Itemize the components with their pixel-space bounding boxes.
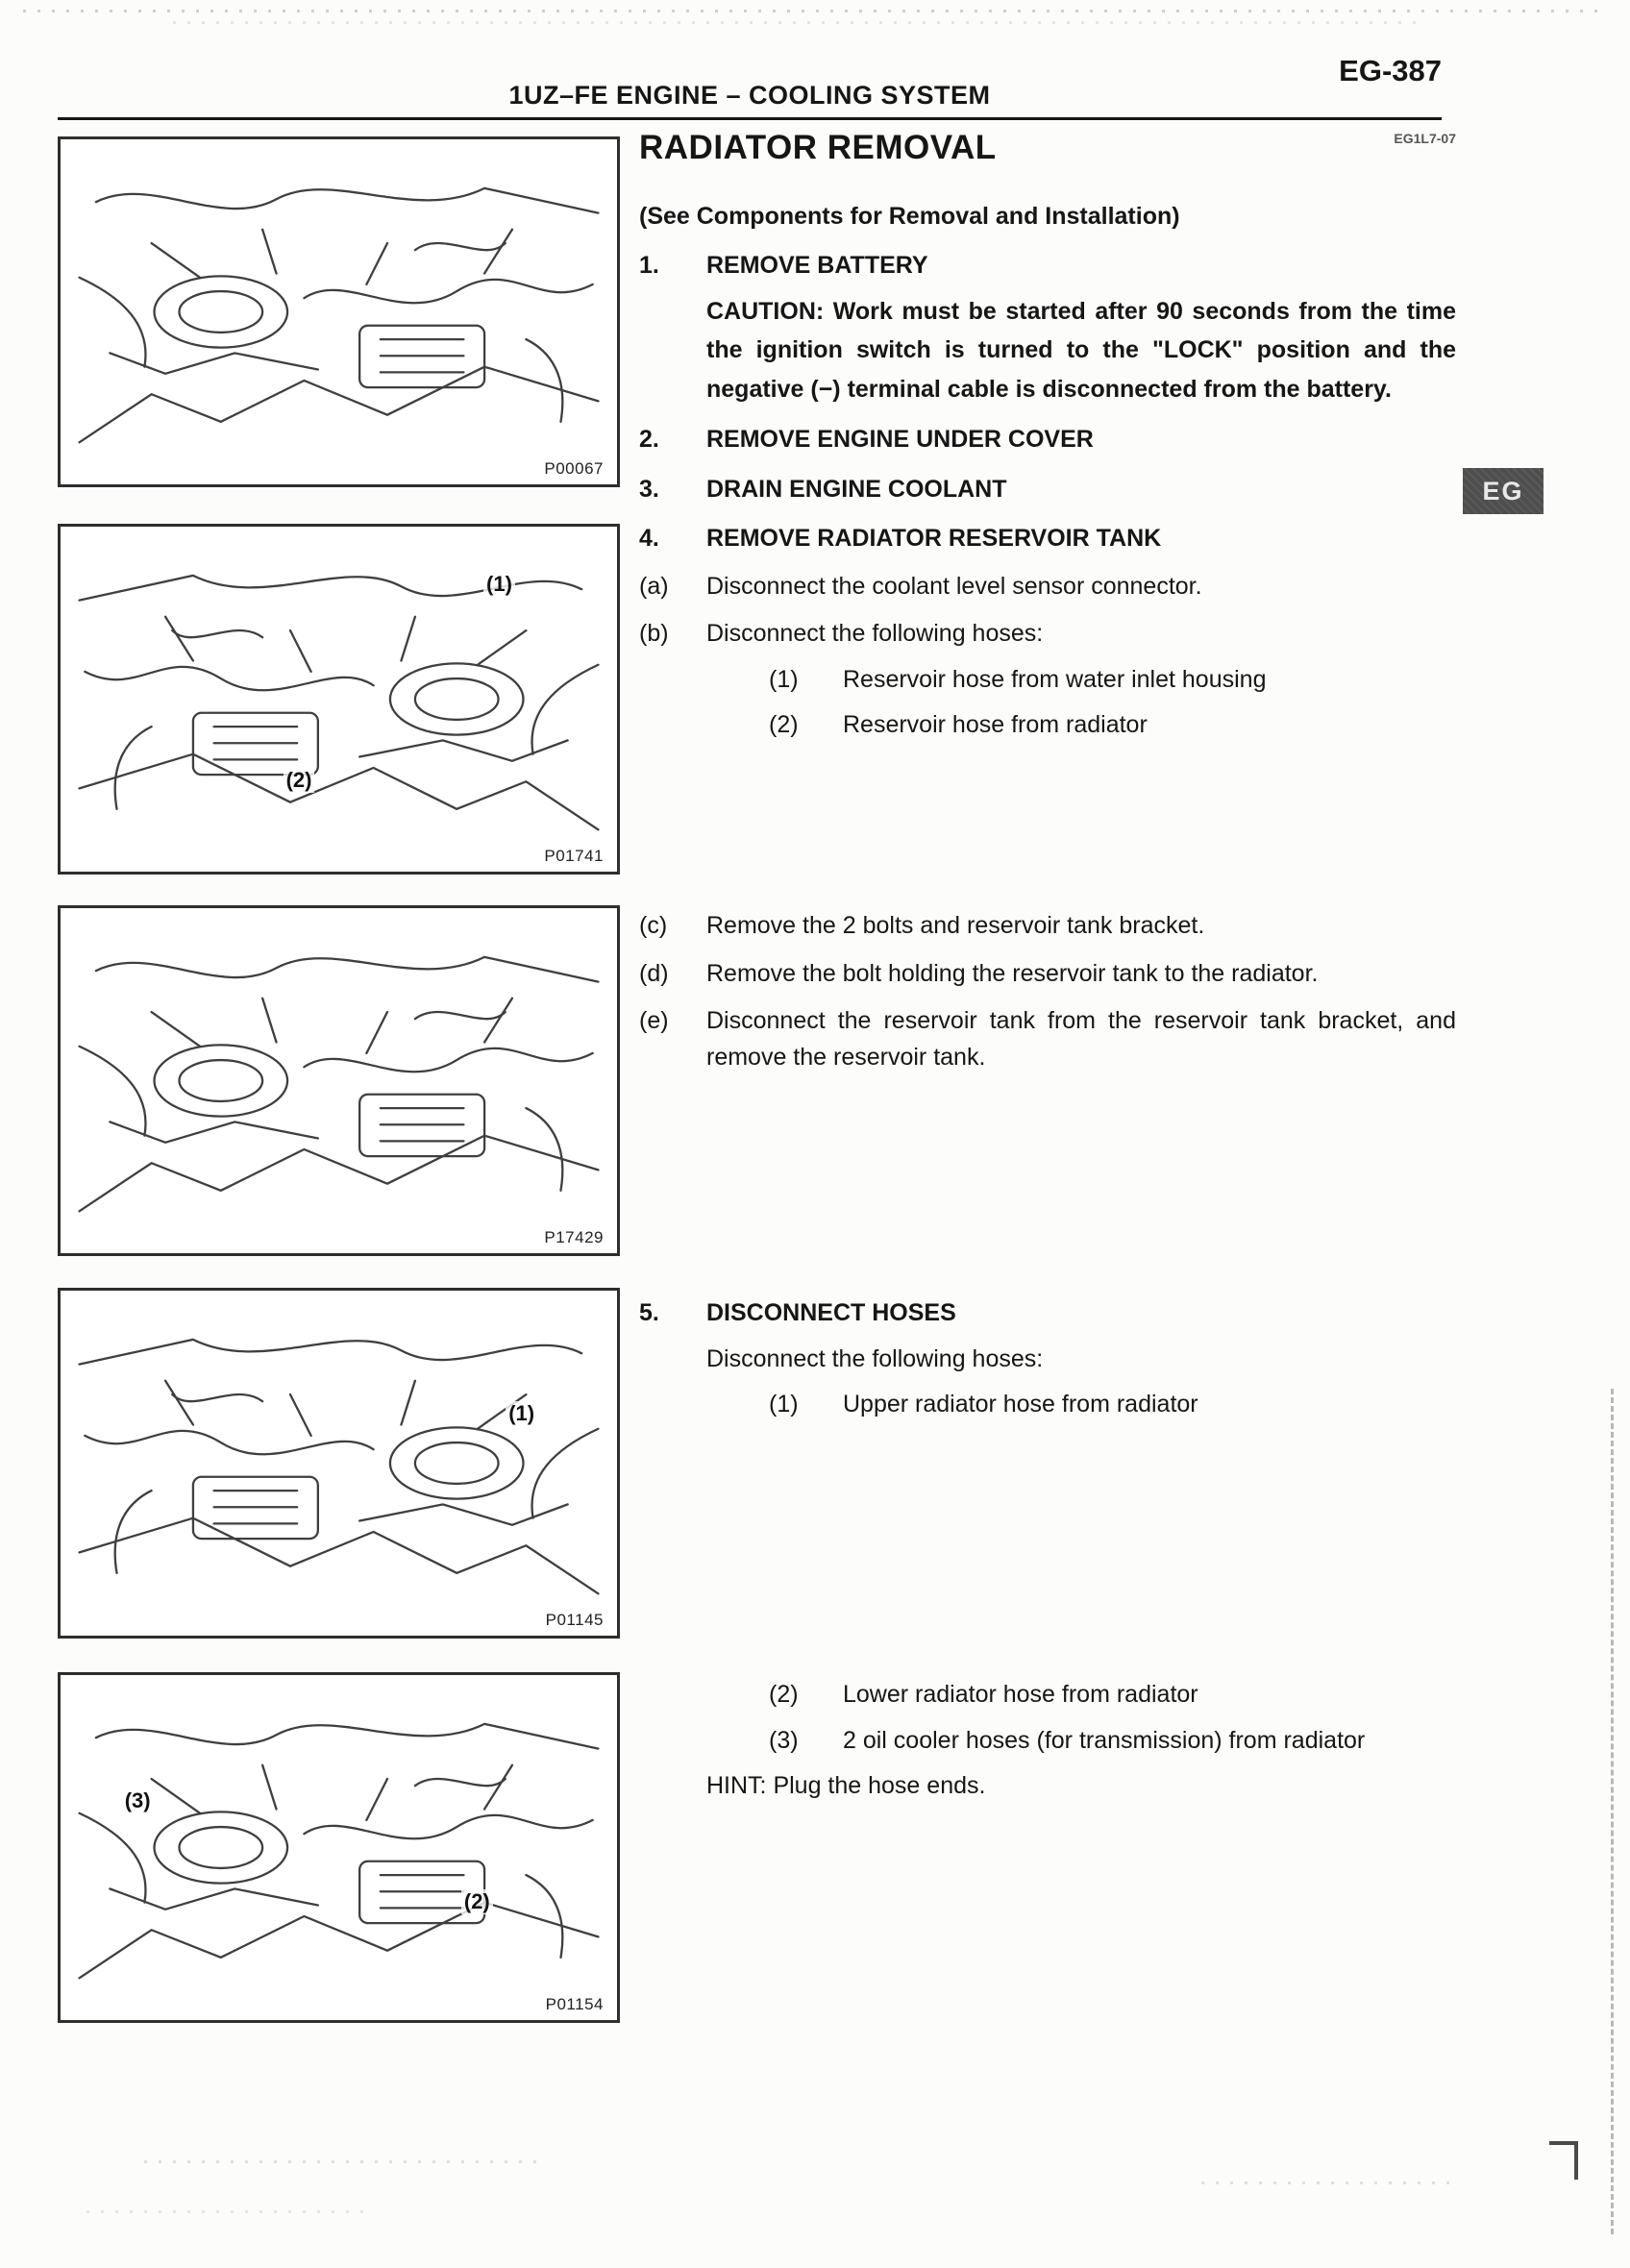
step-number: 1. — [639, 252, 659, 279]
step-title: DRAIN ENGINE COOLANT — [706, 475, 1007, 503]
step-number: 4. — [639, 525, 659, 552]
step-number: 5. — [639, 1299, 659, 1326]
figure-code: P01154 — [541, 1995, 607, 2014]
header-rule — [58, 117, 1442, 120]
step-5-intro: Disconnect the following hoses: — [706, 1344, 1044, 1372]
figure-reservoir-hoses: (1) (2) P01741 — [58, 524, 620, 875]
substep-marker: (e) — [639, 1007, 669, 1034]
figure-upper-radiator-hose: (1) P01145 — [58, 1288, 620, 1639]
substep-e: (e) Disconnect the reservoir tank from t… — [639, 1003, 1456, 1075]
item-text: 2 oil cooler hoses (for transmission) fr… — [843, 1726, 1366, 1754]
step-title: REMOVE BATTERY — [706, 252, 928, 279]
item-marker: (3) — [769, 1726, 799, 1754]
engine-illustration — [68, 1298, 609, 1628]
item-marker: (1) — [769, 1391, 799, 1418]
substep-text: Disconnect the reservoir tank from the r… — [706, 1007, 1456, 1071]
page-number: EG-387 — [1339, 54, 1442, 87]
step-4-continued: (c) Remove the 2 bolts and reservoir tan… — [639, 908, 1456, 1075]
callout-label: (3) — [121, 1788, 154, 1814]
figure-reservoir-tank-removal: P17429 — [58, 905, 620, 1256]
substep-marker: (b) — [639, 620, 669, 647]
scan-artifact-dots — [23, 10, 1599, 12]
step-number: 2. — [639, 426, 659, 453]
hint-note: HINT: Plug the hose ends. — [706, 1772, 986, 1799]
hose-item-upper: (1) Upper radiator hose from radiator — [639, 1387, 1456, 1423]
substep-a: (a) Disconnect the coolant level sensor … — [639, 569, 1456, 605]
item-text: Lower radiator hose from radiator — [843, 1681, 1198, 1708]
step-title: DISCONNECT HOSES — [706, 1299, 956, 1326]
engine-illustration — [68, 916, 609, 1245]
hose-item-oil-cooler: (3) 2 oil cooler hoses (for transmission… — [639, 1723, 1408, 1760]
figure-battery-removal: P00067 — [58, 136, 620, 487]
scan-artifact-dots — [144, 2160, 548, 2163]
figure-code: P00067 — [540, 459, 607, 479]
callout-label: (1) — [506, 1400, 538, 1426]
callout-label: (2) — [283, 768, 315, 794]
hose-item-1: (1) Reservoir hose from water inlet hous… — [639, 662, 1456, 699]
substep-b: (b) Disconnect the following hoses: — [639, 616, 1456, 653]
section-title: RADIATOR REMOVAL — [639, 129, 997, 166]
step-5-disconnect-hoses: 5. DISCONNECT HOSES Disconnect the follo… — [639, 1295, 1456, 1423]
caution-note: CAUTION: Work must be started after 90 s… — [706, 297, 1456, 403]
callout-label: (1) — [483, 571, 515, 597]
substep-text: Disconnect the coolant level sensor conn… — [706, 572, 1202, 600]
engine-illustration — [68, 534, 609, 864]
callout-label: (2) — [460, 1888, 493, 1914]
item-text: Upper radiator hose from radiator — [843, 1391, 1198, 1418]
hose-item-2: (2) Reservoir hose from radiator — [639, 707, 1456, 744]
step-5-heading: 5. DISCONNECT HOSES — [639, 1295, 1456, 1332]
substep-c: (c) Remove the 2 bolts and reservoir tan… — [639, 908, 1456, 945]
hose-item-lower: (2) Lower radiator hose from radiator — [639, 1677, 1408, 1713]
figure-code: P17429 — [540, 1228, 607, 1247]
step-1-remove-battery: 1. REMOVE BATTERY — [639, 248, 1456, 284]
doc-code: EG1L7-07 — [1394, 131, 1456, 146]
scan-corner-mark — [1549, 2141, 1578, 2180]
radiator-removal-section: RADIATOR REMOVAL EG1L7-07 (See Component… — [639, 123, 1456, 744]
step-title: REMOVE ENGINE UNDER COVER — [706, 426, 1094, 453]
item-marker: (2) — [769, 711, 799, 738]
item-text: Reservoir hose from water inlet housing — [843, 665, 1267, 693]
scan-artifact-dots — [86, 2210, 375, 2213]
substep-text: Disconnect the following hoses: — [706, 620, 1044, 647]
substep-marker: (a) — [639, 572, 669, 600]
header-title: 1UZ–FE ENGINE – COOLING SYSTEM — [508, 81, 991, 110]
right-margin-dashed-line — [1611, 1389, 1614, 2234]
step-3-drain-coolant: 3. DRAIN ENGINE COOLANT — [639, 472, 1456, 508]
item-text: Reservoir hose from radiator — [843, 711, 1148, 738]
step-5-continued: (2) Lower radiator hose from radiator (3… — [639, 1677, 1408, 1805]
substep-marker: (d) — [639, 959, 669, 987]
figure-code: P01145 — [541, 1611, 607, 1630]
see-note: (See Components for Removal and Installa… — [639, 202, 1180, 230]
item-marker: (2) — [769, 1681, 799, 1708]
step-title: REMOVE RADIATOR RESERVOIR TANK — [706, 525, 1162, 552]
figure-code: P01741 — [540, 847, 607, 866]
substep-text: Remove the bolt holding the reservoir ta… — [706, 959, 1319, 987]
scan-artifact-dots — [1201, 2182, 1451, 2184]
scan-artifact-dots — [173, 21, 1422, 24]
figure-lower-radiator-hoses: (3) (2) P01154 — [58, 1672, 620, 2023]
eg-section-tab: EG — [1463, 468, 1544, 514]
substep-marker: (c) — [639, 912, 668, 939]
item-marker: (1) — [769, 665, 799, 693]
substep-d: (d) Remove the bolt holding the reservoi… — [639, 956, 1456, 993]
step-2-remove-under-cover: 2. REMOVE ENGINE UNDER COVER — [639, 422, 1456, 458]
substep-text: Remove the 2 bolts and reservoir tank br… — [706, 912, 1205, 939]
engine-illustration — [68, 1683, 609, 2012]
engine-illustration — [68, 147, 609, 477]
step-number: 3. — [639, 475, 659, 503]
step-4-remove-reservoir-tank: 4. REMOVE RADIATOR RESERVOIR TANK — [639, 521, 1456, 557]
